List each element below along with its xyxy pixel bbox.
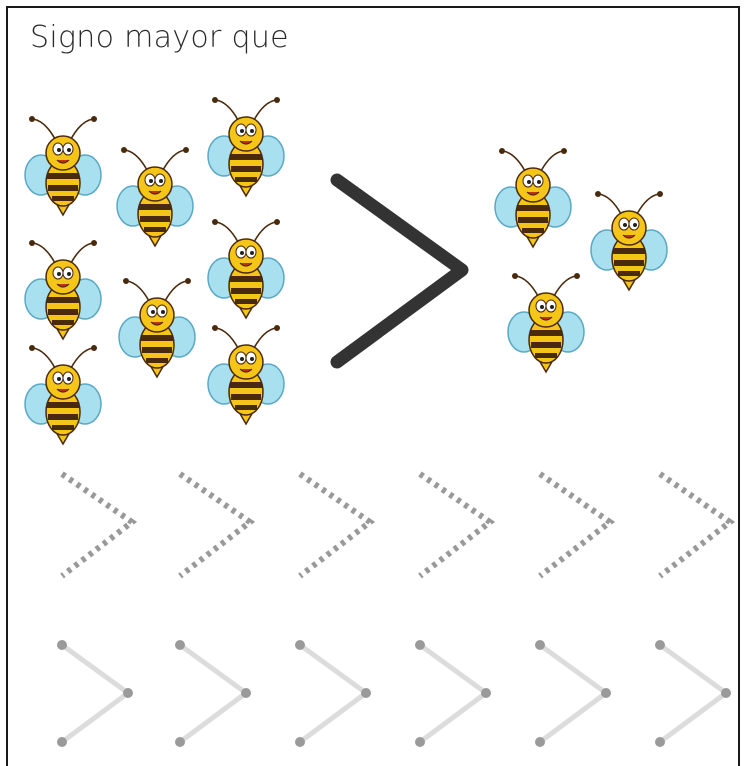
dot-guide-greater-than xyxy=(415,640,491,747)
dot-guide-greater-than xyxy=(655,640,731,747)
dot-guide-greater-than xyxy=(295,640,371,747)
bee-icon xyxy=(116,146,194,247)
bee-icon xyxy=(207,218,285,319)
bee-icon xyxy=(24,239,102,340)
dot-guide-greater-than xyxy=(57,640,133,747)
dashed-greater-than xyxy=(60,471,138,579)
dot-guide-tracing-row xyxy=(57,640,731,747)
bee-icon xyxy=(24,344,102,445)
page-title: Signo mayor que xyxy=(30,20,289,55)
left-bee-group xyxy=(24,96,285,445)
dot-guide-greater-than xyxy=(535,640,611,747)
bee-icon xyxy=(494,147,572,248)
dashed-tracing-row xyxy=(60,471,736,579)
bee-icon xyxy=(207,96,285,197)
right-bee-group xyxy=(494,147,668,373)
dashed-greater-than xyxy=(298,471,376,579)
bee-icon xyxy=(207,324,285,425)
dashed-greater-than xyxy=(658,471,736,579)
dot-guide-greater-than xyxy=(175,640,251,747)
bee-icon xyxy=(590,190,668,291)
bee-icon xyxy=(24,115,102,216)
dashed-greater-than xyxy=(538,471,616,579)
worksheet-frame xyxy=(6,6,740,766)
dashed-greater-than xyxy=(418,471,496,579)
greater-than-sign xyxy=(330,173,469,369)
dashed-greater-than xyxy=(178,471,256,579)
bee-icon xyxy=(507,272,585,373)
bee-icon xyxy=(118,277,196,378)
